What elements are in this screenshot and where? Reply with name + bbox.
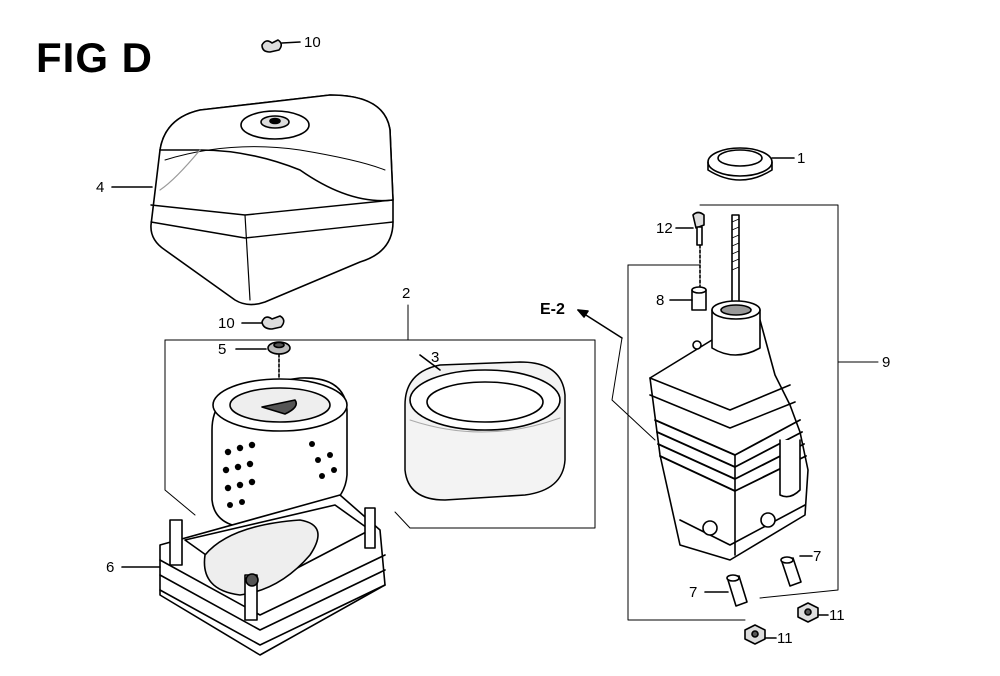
callout-11-left: 11 — [777, 630, 793, 647]
callout-12: 12 — [656, 220, 673, 237]
callout-3: 3 — [431, 349, 439, 366]
reference-arrow — [577, 309, 656, 441]
bolt-12 — [675, 211, 705, 289]
callout-6: 6 — [106, 559, 114, 576]
collar-8 — [669, 286, 707, 311]
flange-nuts — [744, 602, 829, 645]
seal-ring — [707, 147, 795, 181]
callout-8: 8 — [656, 292, 664, 309]
air-cleaner-cover — [150, 94, 394, 306]
intake-elbow — [649, 300, 809, 561]
figure-title: FIG D — [36, 34, 153, 81]
callout-9: 9 — [882, 354, 890, 371]
air-filter-element — [211, 377, 348, 529]
grommet-5 — [235, 341, 291, 381]
callout-11-right: 11 — [829, 607, 845, 624]
callout-10-top: 10 — [304, 34, 321, 51]
wing-nut-top — [261, 39, 301, 53]
callout-2: 2 — [402, 285, 410, 302]
stud-bolt — [731, 214, 740, 304]
callout-4: 4 — [96, 179, 104, 196]
wing-nut-lower — [241, 315, 285, 330]
air-cleaner-case — [121, 494, 386, 656]
dowel-pins — [704, 555, 813, 607]
callout-1: 1 — [797, 150, 805, 167]
callout-10-lower: 10 — [218, 315, 235, 332]
reference-label: E-2 — [540, 301, 565, 318]
callout-7-right: 7 — [813, 548, 821, 565]
callout-5: 5 — [218, 341, 226, 358]
foam-element — [404, 354, 566, 501]
callout-7-left: 7 — [689, 584, 697, 601]
